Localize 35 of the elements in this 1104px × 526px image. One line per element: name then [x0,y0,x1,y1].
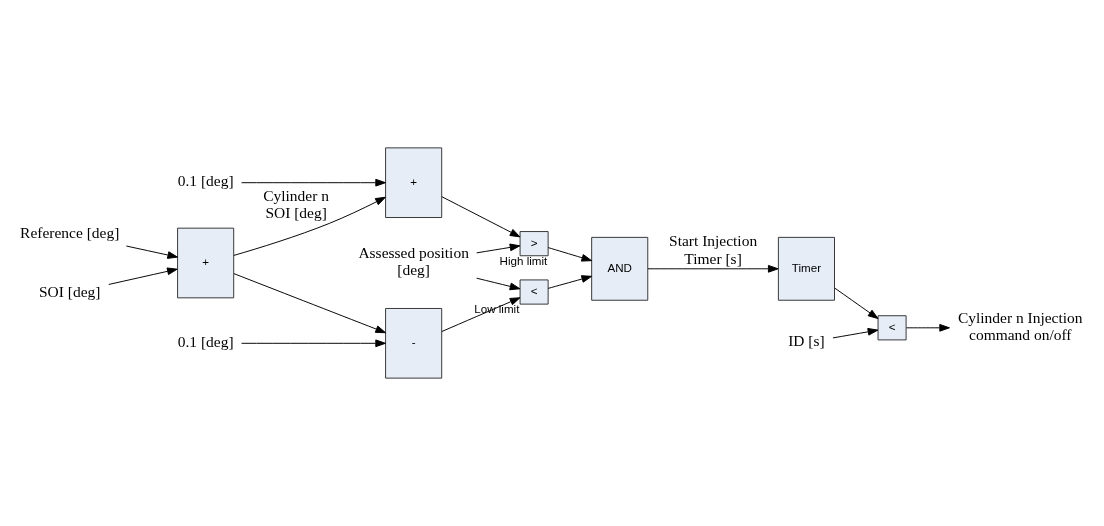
node-box: < [519,279,549,305]
node-box: AND [591,236,649,301]
arrow [233,273,387,334]
node-box: + [385,147,443,218]
node-text: Reference [deg] [20,223,120,241]
arrow [125,245,179,259]
edge-label: Start Injection Timer [s] [669,232,758,267]
arrow [547,247,593,262]
node-text: SOI [deg] [38,282,101,300]
node-text: 0.1 [deg] [177,172,234,190]
arrow [241,339,386,348]
node-box: + [177,227,235,299]
edge-label: Cylinder n SOI [deg] [263,186,329,222]
node-text: 0.1 [deg] [177,332,234,350]
node-box: - [385,308,443,379]
arrow [441,297,521,333]
arrow [233,196,386,256]
node-box: > [519,231,549,257]
arrow [476,277,521,291]
arrow [547,275,593,289]
arrow [834,287,879,320]
node-box: Timer [777,236,835,301]
node-text: ID [s] [788,332,825,350]
arrow [476,243,521,254]
node-box: < [877,315,907,341]
arrow [832,327,879,339]
arrow [906,323,950,332]
arrow [647,264,779,273]
arrow [241,178,386,187]
node-label: High limit [499,254,548,268]
arrow [108,267,178,285]
node-text: Cylinder n Injection command on/off [957,308,1083,344]
node-text: Assessed position [deg] [358,243,469,279]
arrow [441,196,521,238]
node-label: Low limit [474,302,520,316]
